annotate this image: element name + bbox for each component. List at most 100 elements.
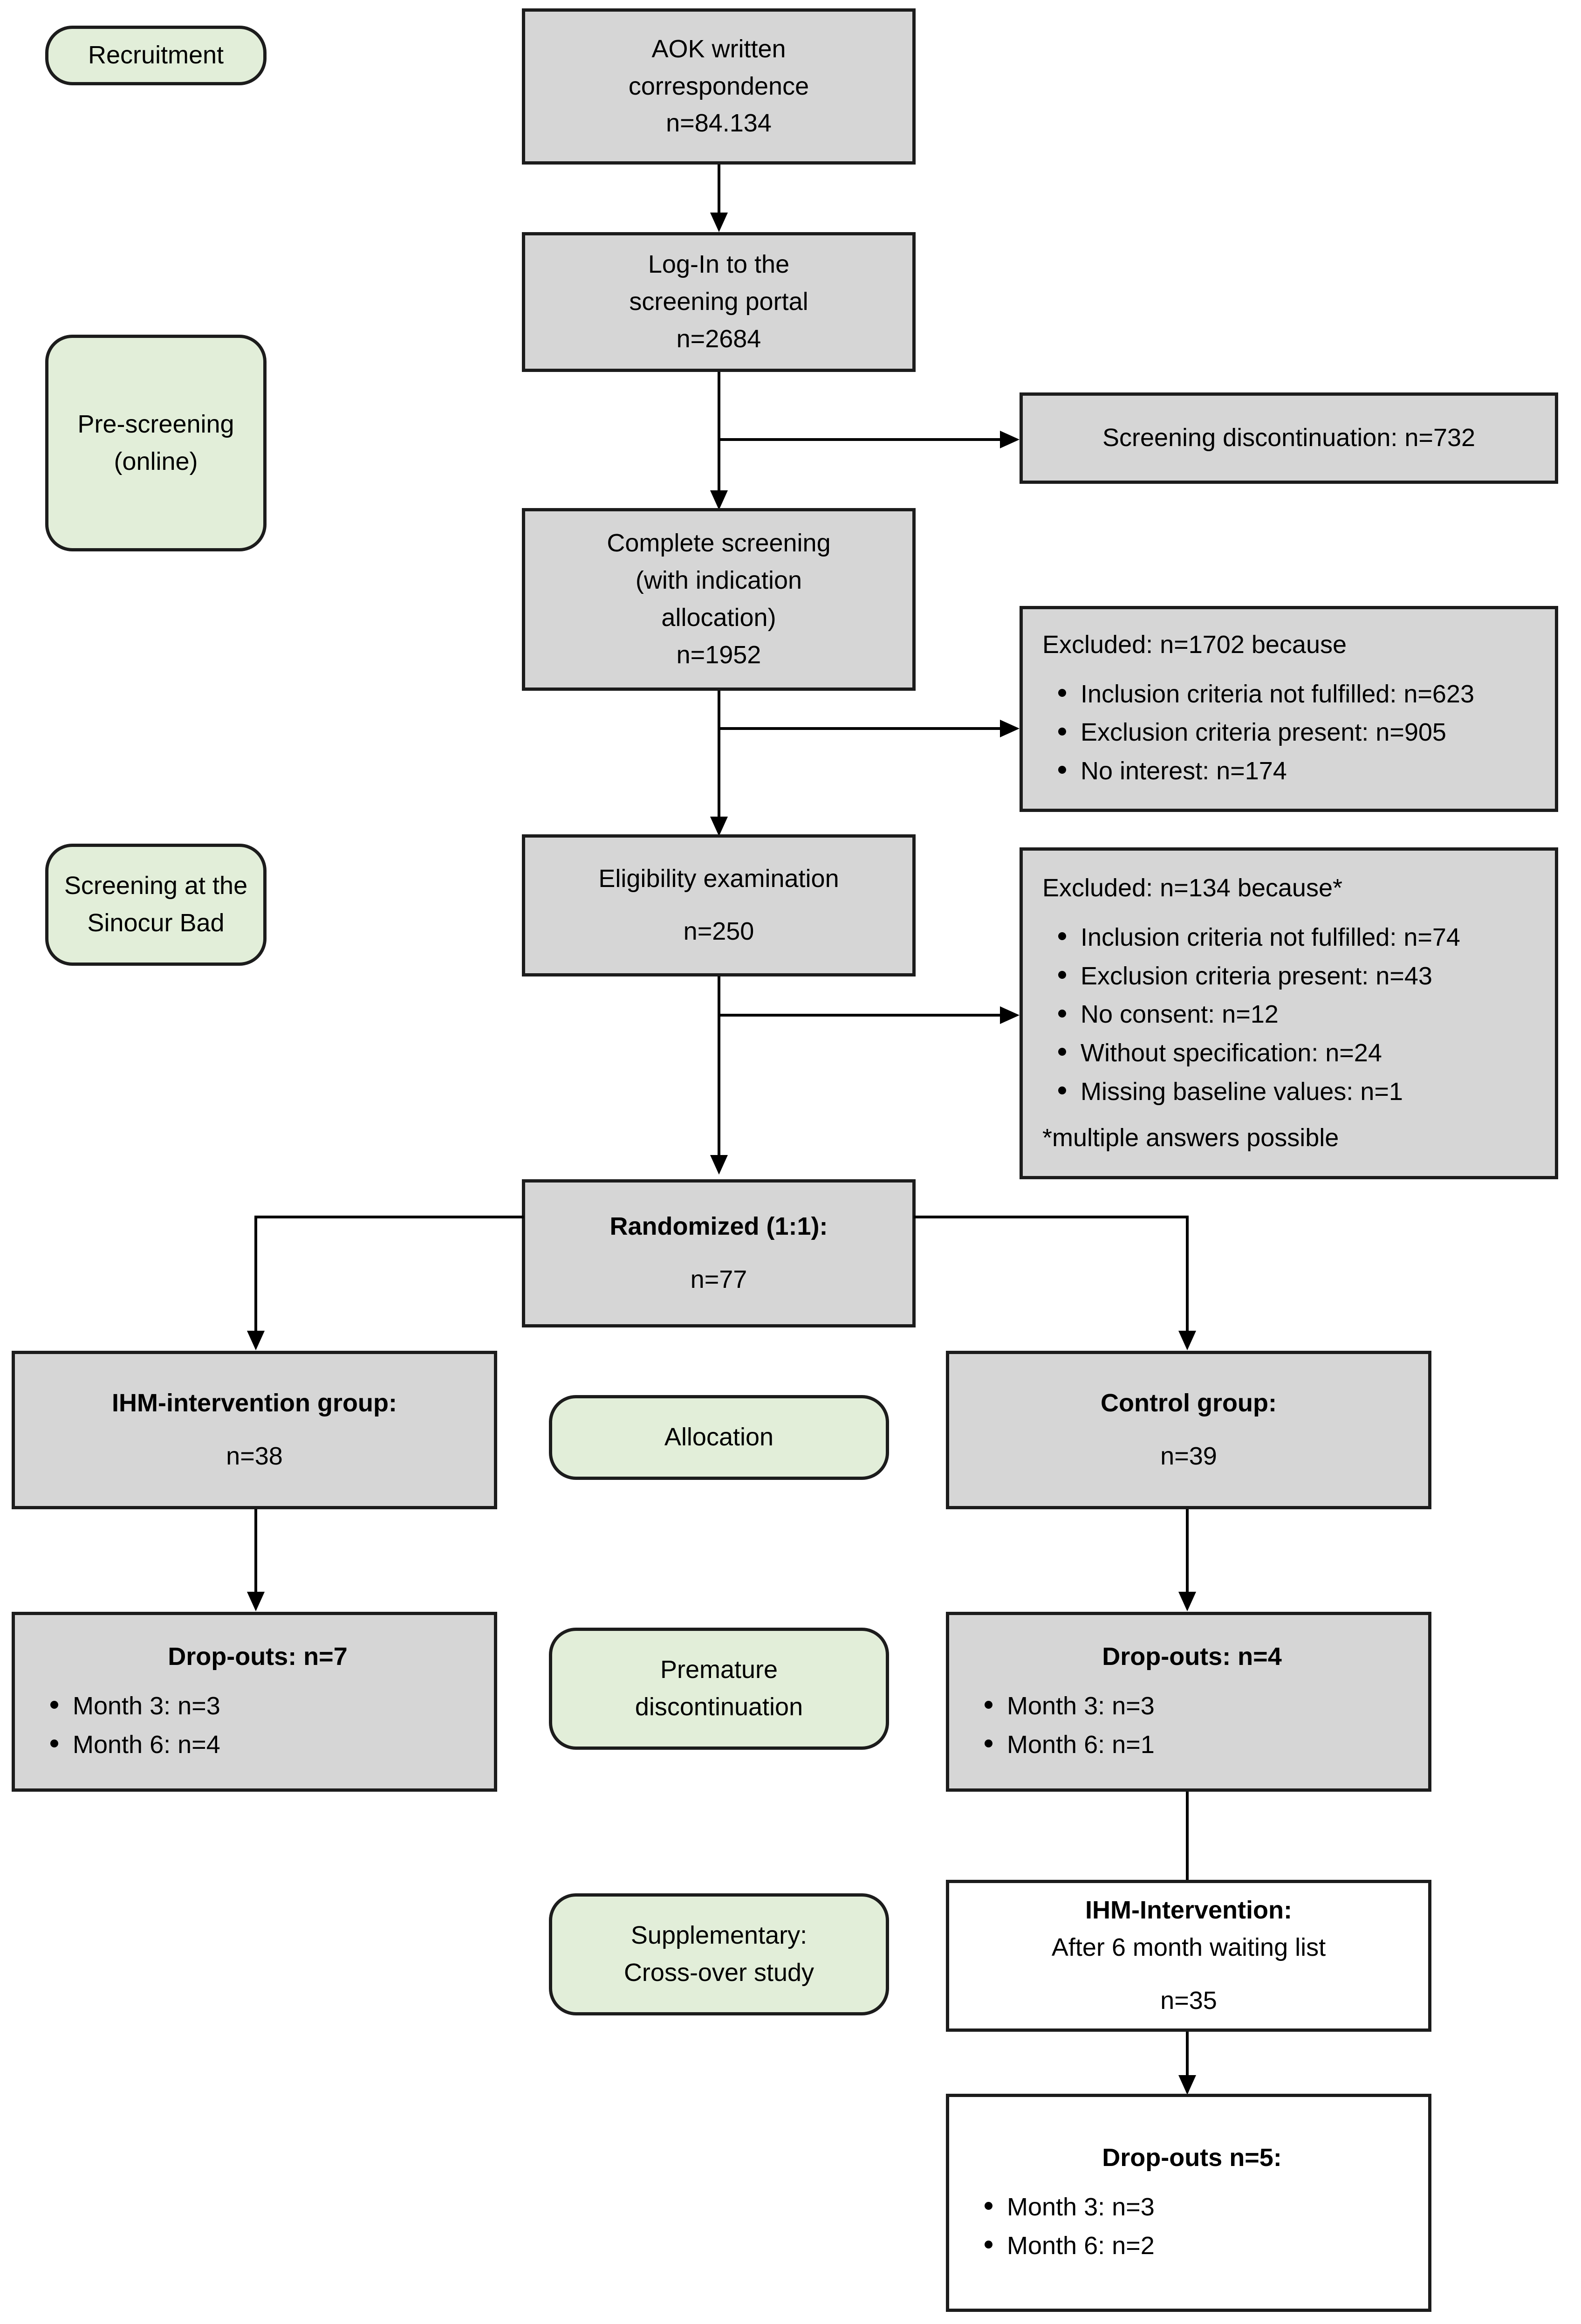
- connector-aok-to-login: [718, 165, 720, 221]
- arrowhead-crossover-to-dropouts: [1178, 2075, 1196, 2095]
- node-randomized-line2: n=77: [690, 1265, 747, 1293]
- node-excluded-134-footnote: *multiple answers possible: [1042, 1124, 1339, 1152]
- arrowhead-ihm-to-dropouts: [247, 1592, 265, 1611]
- node-eligibility-line2: n=250: [683, 917, 754, 946]
- node-eligibility-examination: Eligibility examination n=250: [522, 834, 916, 976]
- stage-label-allocation-text: Allocation: [664, 1423, 774, 1451]
- stage-label-screening-line1: Screening at the: [64, 872, 248, 900]
- node-login-line1: Log-In to the: [648, 250, 790, 279]
- connector-randomized-down-left: [254, 1216, 257, 1342]
- node-crossover-ihm-intervention: IHM-Intervention: After 6 month waiting …: [946, 1880, 1431, 2032]
- node-aok-correspondence: AOK written correspondence n=84.134: [522, 8, 916, 165]
- arrowhead-to-screening-discontinuation: [1000, 431, 1020, 448]
- connector-randomized-split-left: [254, 1216, 524, 1218]
- stage-label-premature-discontinuation: Premature discontinuation: [549, 1628, 889, 1750]
- connector-to-excluded-134: [718, 1014, 1001, 1017]
- node-crossover-dropouts: Drop-outs n=5: Month 3: n=3 Month 6: n=2: [946, 2094, 1431, 2312]
- list-item: Missing baseline values: n=1: [1058, 1073, 1542, 1110]
- node-screening-discontinuation-text: Screening discontinuation: n=732: [1102, 424, 1476, 452]
- list-item: Inclusion criteria not fulfilled: n=74: [1058, 919, 1542, 956]
- stage-label-supplementary-line1: Supplementary:: [630, 1921, 808, 1950]
- arrowhead-complete-to-eligibility: [710, 817, 728, 836]
- node-excluded-1702: Excluded: n=1702 because Inclusion crite…: [1020, 606, 1558, 812]
- stage-label-pre-screening-line2: (online): [114, 447, 198, 475]
- node-control-group-line1: Control group:: [1101, 1389, 1277, 1417]
- list-item: Month 3: n=3: [50, 1688, 481, 1725]
- connector-to-screening-discontinuation: [718, 438, 1001, 441]
- node-excluded-134: Excluded: n=134 because* Inclusion crite…: [1020, 847, 1558, 1179]
- node-complete-screening: Complete screening (with indication allo…: [522, 508, 916, 691]
- list-item: Month 6: n=2: [985, 2228, 1415, 2264]
- arrowhead-login-to-complete: [710, 490, 728, 510]
- connector-randomized-down-right: [1186, 1216, 1189, 1342]
- connector-randomized-split-right: [914, 1216, 1189, 1218]
- node-randomized-line1: Randomized (1:1):: [609, 1212, 828, 1241]
- stage-label-screening-sinocur: Screening at the Sinocur Bad: [45, 844, 267, 966]
- connector-to-excluded-1702: [718, 727, 1001, 730]
- list-item: Month 6: n=4: [50, 1726, 481, 1763]
- stage-label-screening-line2: Sinocur Bad: [87, 909, 225, 937]
- node-complete-line1: Complete screening: [607, 529, 831, 557]
- list-item: Month 3: n=3: [985, 2189, 1415, 2226]
- arrowhead-randomized-to-control: [1178, 1331, 1196, 1350]
- node-crossover-dropouts-list: Month 3: n=3 Month 6: n=2: [969, 2189, 1415, 2266]
- node-ihm-dropouts-heading: Drop-outs: n=7: [168, 1643, 348, 1671]
- node-ihm-dropouts: Drop-outs: n=7 Month 3: n=3 Month 6: n=4: [12, 1612, 497, 1792]
- node-ihm-dropouts-list: Month 3: n=3 Month 6: n=4: [34, 1688, 481, 1765]
- node-ihm-group-line2: n=38: [226, 1442, 283, 1470]
- node-excluded-1702-heading: Excluded: n=1702 because: [1042, 630, 1347, 659]
- node-complete-line4: n=1952: [676, 640, 761, 669]
- list-item: Month 6: n=1: [985, 1726, 1415, 1763]
- list-item: Exclusion criteria present: n=43: [1058, 958, 1542, 995]
- connector-control-to-dropouts: [1186, 1509, 1189, 1603]
- list-item: Month 3: n=3: [985, 1688, 1415, 1725]
- stage-label-recruitment-text: Recruitment: [88, 41, 224, 69]
- node-control-dropouts: Drop-outs: n=4 Month 3: n=3 Month 6: n=1: [946, 1612, 1431, 1792]
- stage-label-premature-line1: Premature: [660, 1656, 778, 1684]
- connector-ihm-to-dropouts: [254, 1509, 257, 1603]
- stage-label-supplementary-line2: Cross-over study: [623, 1959, 814, 1987]
- node-login-screening-portal: Log-In to the screening portal n=2684: [522, 232, 916, 372]
- list-item: Without specification: n=24: [1058, 1035, 1542, 1072]
- node-control-dropouts-list: Month 3: n=3 Month 6: n=1: [969, 1688, 1415, 1765]
- list-item: Inclusion criteria not fulfilled: n=623: [1058, 676, 1542, 713]
- node-complete-line2: (with indication: [635, 566, 802, 595]
- node-control-dropouts-heading: Drop-outs: n=4: [1102, 1643, 1282, 1671]
- node-randomized: Randomized (1:1): n=77: [522, 1179, 916, 1327]
- node-ihm-group-line1: IHM-intervention group:: [112, 1389, 397, 1417]
- arrowhead-randomized-to-ihm: [247, 1331, 265, 1350]
- node-screening-discontinuation: Screening discontinuation: n=732: [1020, 392, 1558, 484]
- node-crossover-line1: IHM-Intervention:: [1085, 1896, 1292, 1925]
- stage-label-supplementary-crossover: Supplementary: Cross-over study: [549, 1893, 889, 2015]
- node-excluded-134-heading: Excluded: n=134 because*: [1042, 873, 1342, 902]
- arrowhead-aok-to-login: [710, 213, 728, 232]
- node-complete-line3: allocation): [661, 604, 776, 632]
- node-eligibility-line1: Eligibility examination: [598, 864, 839, 893]
- node-aok-line1: AOK written: [651, 34, 786, 63]
- node-control-group-line2: n=39: [1160, 1442, 1217, 1470]
- node-crossover-line2: After 6 month waiting list: [1051, 1933, 1326, 1962]
- list-item: Exclusion criteria present: n=905: [1058, 714, 1542, 751]
- node-login-line3: n=2684: [676, 324, 761, 353]
- stage-label-allocation: Allocation: [549, 1395, 889, 1480]
- node-crossover-dropouts-heading: Drop-outs n=5:: [1102, 2144, 1282, 2172]
- connector-eligibility-to-randomized: [718, 976, 720, 1167]
- stage-label-premature-line2: discontinuation: [635, 1693, 803, 1721]
- node-excluded-1702-list: Inclusion criteria not fulfilled: n=623 …: [1042, 676, 1542, 791]
- node-excluded-134-list: Inclusion criteria not fulfilled: n=74 E…: [1042, 919, 1542, 1112]
- connector-control-dropouts-to-crossover: [1186, 1792, 1189, 1899]
- stage-label-pre-screening-line1: Pre-screening: [77, 410, 234, 438]
- node-aok-line3: n=84.134: [666, 109, 772, 138]
- stage-label-pre-screening: Pre-screening (online): [45, 335, 267, 551]
- connector-complete-to-eligibility: [718, 691, 720, 829]
- connector-crossover-to-dropouts: [1186, 2032, 1189, 2092]
- node-login-line2: screening portal: [629, 288, 808, 316]
- node-crossover-line3: n=35: [1160, 1986, 1217, 2015]
- arrowhead-eligibility-to-randomized: [710, 1155, 728, 1175]
- stage-label-recruitment: Recruitment: [45, 26, 267, 85]
- node-ihm-intervention-group: IHM-intervention group: n=38: [12, 1351, 497, 1509]
- connector-login-to-complete: [718, 372, 720, 502]
- node-aok-line2: correspondence: [628, 72, 809, 100]
- arrowhead-to-excluded-1702: [1000, 720, 1020, 737]
